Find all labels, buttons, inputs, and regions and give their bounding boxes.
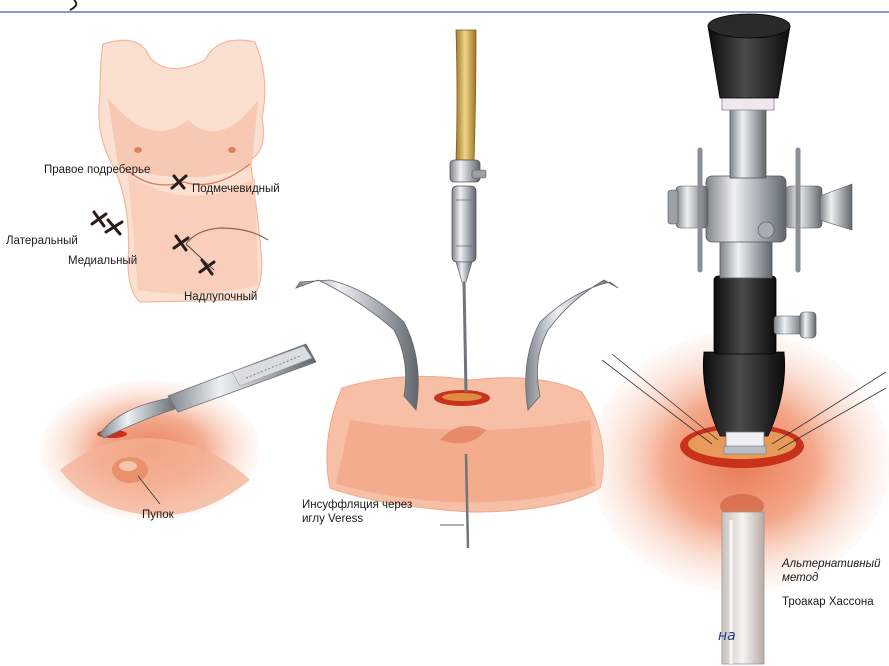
label-hasson-trocar: Троакар Хассона (782, 595, 874, 609)
port-marker-medial (106, 220, 122, 234)
label-insufflation: Инсуффляция через иглу Veress (302, 498, 430, 526)
hasson-screw (758, 222, 774, 238)
label-medial: Медиальный (68, 254, 137, 268)
veress-needle-shaft (464, 282, 466, 392)
hasson-sleeve (714, 276, 776, 354)
label-right-subcostal: Правое подреберье (44, 163, 150, 177)
incision-diagram (40, 344, 316, 520)
label-navel: Пупок (142, 508, 174, 522)
hasson-upper-shaft (730, 108, 766, 178)
wall-incision-inner (442, 393, 482, 401)
hasson-wing-nut (820, 184, 852, 230)
label-alternative-method: Альтернативный метод (782, 557, 882, 585)
hasson-side-arm-right (786, 186, 822, 228)
label-suprapubic: Надлупочный (184, 290, 257, 304)
label-lateral: Латеральный (6, 234, 78, 248)
label-subxiphoid: Подмечевидный (192, 182, 280, 196)
hasson-stopcock (774, 316, 804, 334)
handwritten-annotation: на (718, 628, 736, 644)
navel-mound-highlight (119, 461, 137, 471)
hasson-side-knob-left (668, 190, 678, 224)
hasson-collar-ring (724, 446, 766, 454)
stopcock-lever (472, 170, 486, 178)
hasson-cone (703, 352, 784, 436)
port-marker-lateral (92, 212, 106, 226)
header-fragment-glyph (70, 0, 76, 10)
hasson-side-arm-left (676, 186, 708, 228)
hasson-stopcock-knob (800, 312, 816, 338)
nipple-right (228, 147, 236, 153)
veress-handle (452, 186, 476, 262)
veress-diagram (296, 30, 618, 548)
veress-taper (456, 262, 472, 282)
nipple-left (134, 147, 142, 153)
insufflation-tube (456, 30, 476, 160)
hasson-eyepiece-rim (708, 14, 790, 38)
hasson-lower-block (720, 240, 772, 278)
